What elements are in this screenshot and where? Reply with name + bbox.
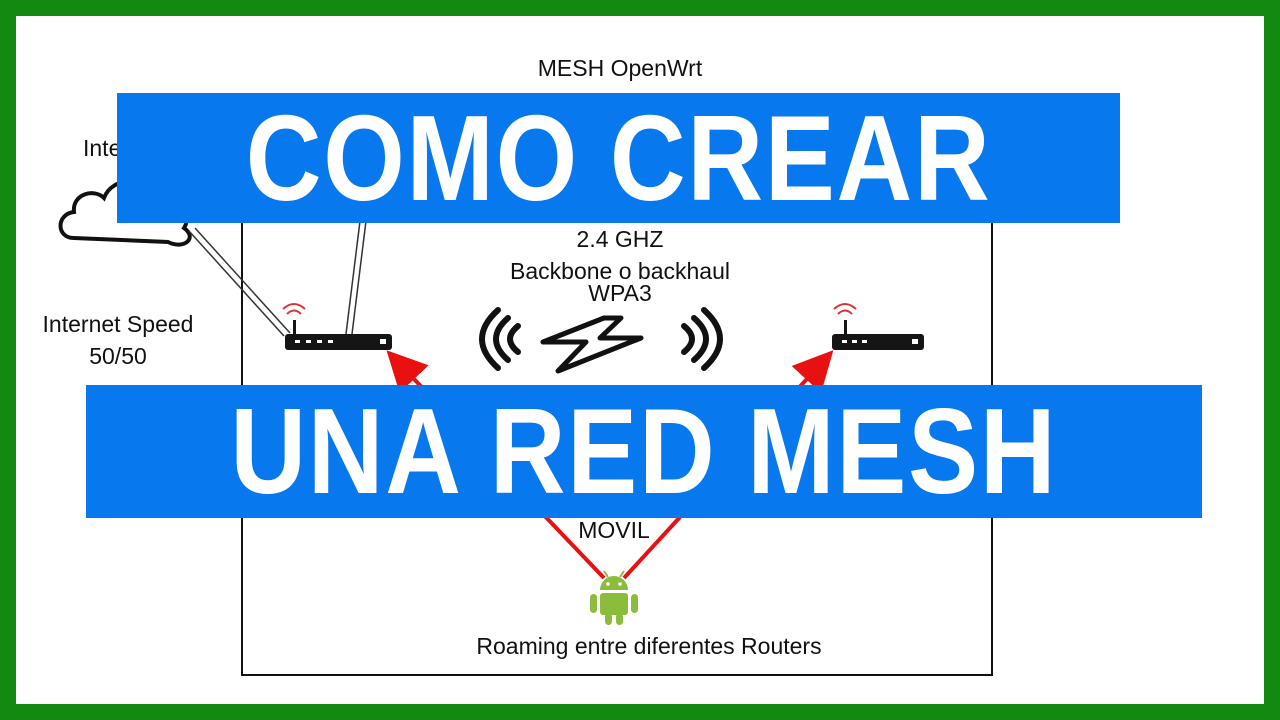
android-phone-icon <box>590 570 638 625</box>
router-icon-right <box>832 303 924 350</box>
lightning-bolt-icon <box>540 315 644 374</box>
backbone-label: Backbone o backhaul <box>510 258 730 284</box>
wireless-waves-icon-right <box>681 307 723 371</box>
title-banner-top: COMO CREAR <box>117 93 1120 223</box>
device-label: MOVIL <box>578 517 650 543</box>
title-banner-bottom: UNA RED MESH <box>86 385 1202 518</box>
router-icon-left <box>282 303 392 350</box>
diagram-title: MESH OpenWrt <box>537 55 703 81</box>
band-label: 2.4 GHZ <box>576 226 664 252</box>
speed-label-line1: Internet Speed <box>42 311 194 337</box>
title-line-1: COMO CREAR <box>245 93 992 223</box>
wireless-waves-icon-left <box>479 307 521 371</box>
roaming-label: Roaming entre diferentes Routers <box>476 633 822 659</box>
speed-label-line2: 50/50 <box>89 343 147 369</box>
title-line-2: UNA RED MESH <box>230 385 1058 518</box>
internet-link-lines <box>188 220 367 337</box>
security-label: WPA3 <box>588 280 652 306</box>
